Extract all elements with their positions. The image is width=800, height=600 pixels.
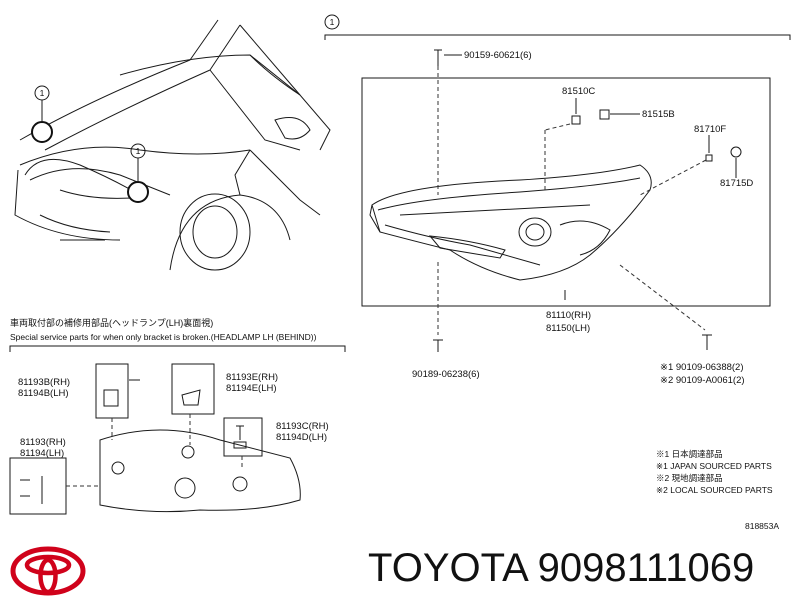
- label-bracket-b-rh: 81193B(RH): [18, 377, 70, 388]
- note-jp-title: 車両取付部の補修用部品(ヘッドランプ(LH)裏面視): [10, 317, 213, 328]
- label-socket-f: 81710F: [694, 124, 726, 135]
- label-bracket-e-rh: 81193E(RH): [226, 372, 278, 383]
- label-headlamp-rh: 81110(RH): [546, 310, 591, 321]
- label-headlamp-lh: 81150(LH): [546, 323, 590, 334]
- label-clip-top: 90159-60621(6): [464, 50, 532, 61]
- diagram-id: 818853A: [745, 521, 779, 531]
- label-bracket-c-rh: 81193C(RH): [276, 421, 329, 432]
- label-bulb-d: 81715D: [720, 178, 753, 189]
- box-callout-number: 1: [330, 17, 335, 27]
- headlamp-assembly-view: 1 90159-60621(6) 81510C 81515B 81710F: [324, 14, 791, 386]
- callout-number-2: 1: [136, 146, 141, 156]
- bracket-repair-section: 車両取付部の補修用部品(ヘッドランプ(LH)裏面視) Special servi…: [9, 317, 346, 515]
- label-bulb-b: 81515B: [642, 109, 675, 120]
- label-screw-1: ※1 90109-06388(2): [660, 362, 744, 373]
- label-screw-2: ※2 90109-A0061(2): [660, 375, 745, 386]
- toyota-logo-icon: [10, 546, 86, 596]
- label-clip-bottom: 90189-06238(6): [412, 369, 480, 380]
- legend-line-2: ※1 JAPAN SOURCED PARTS: [656, 461, 772, 471]
- legend: ※1 日本調達部品 ※1 JAPAN SOURCED PARTS ※2 現地調達…: [656, 449, 779, 531]
- legend-line-3: ※2 現地調達部品: [656, 473, 723, 483]
- label-socket-c: 81510C: [562, 86, 595, 97]
- label-bracket-c-lh: 81194D(LH): [276, 432, 327, 443]
- label-bracket-lh: 81194(LH): [20, 448, 64, 459]
- callout-number-1: 1: [40, 88, 45, 98]
- label-bracket-e-lh: 81194E(LH): [226, 383, 277, 394]
- label-bracket-b-lh: 81194B(LH): [18, 388, 69, 399]
- car-front-sketch: 1 1: [14, 19, 331, 271]
- legend-line-1: ※1 日本調達部品: [656, 449, 723, 459]
- legend-line-4: ※2 LOCAL SOURCED PARTS: [656, 485, 773, 495]
- label-bracket-rh: 81193(RH): [20, 437, 66, 448]
- note-en-title: Special service parts for when only brac…: [10, 332, 317, 342]
- brand-part-number: TOYOTA 9098111069: [368, 546, 755, 590]
